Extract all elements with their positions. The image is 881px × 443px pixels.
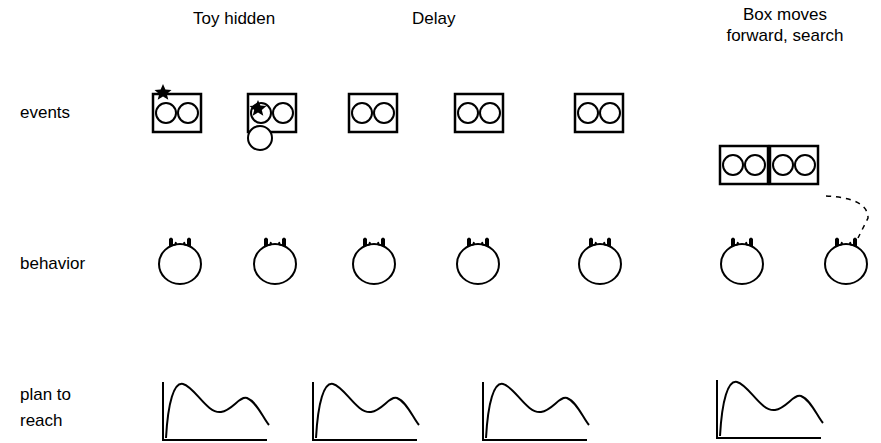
- column-heading: Box moves forward, search: [715, 4, 855, 47]
- row-label: events: [20, 102, 70, 123]
- column-heading: Delay: [412, 8, 455, 29]
- event-boxes: [153, 84, 818, 184]
- column-heading: Toy hidden: [193, 8, 275, 29]
- row-label: behavior: [20, 253, 85, 274]
- row-label: plan to reach: [20, 382, 90, 435]
- infant-heads: [159, 196, 868, 284]
- reach-plan-graphs: [163, 380, 823, 440]
